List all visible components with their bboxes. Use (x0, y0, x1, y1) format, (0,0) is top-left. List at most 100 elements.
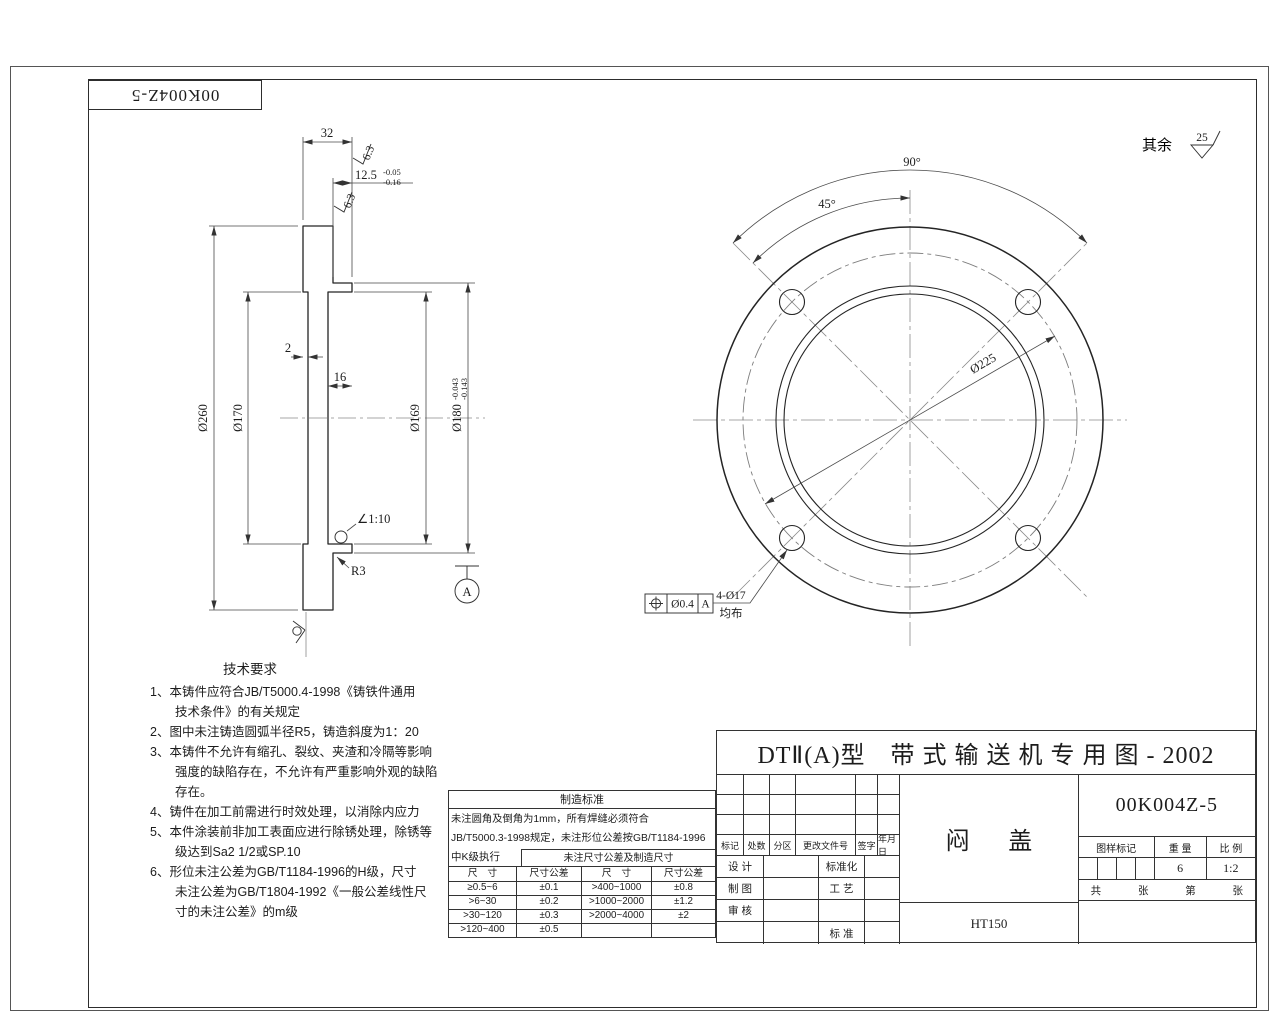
revision-label: 分区 (769, 835, 795, 856)
revision-grid-cell (855, 775, 877, 795)
dim-d180-label: Ø180 (450, 404, 464, 432)
weight-value: 6 (1153, 858, 1206, 879)
tech-req-line: 级达到Sa2 1/2或SP.10 (150, 845, 301, 859)
revision-label: 标记 (717, 835, 743, 856)
revision-grid-cell (717, 815, 743, 835)
part-identification: 闷 盖 HT150 (899, 775, 1078, 944)
dim-d180-lower-tol: -0.143 (459, 378, 469, 400)
circular-view: 90° 45° Ø225 Ø0 (644, 155, 1127, 648)
revision-grid-cell (795, 815, 855, 835)
revision-grid-cell (877, 775, 900, 795)
signature-cell (864, 922, 899, 944)
bolt-hole (1014, 288, 1042, 316)
dim-2-label: 2 (285, 341, 291, 355)
material-spec: HT150 (900, 902, 1078, 944)
taper-note-label: ∠1:10 (357, 512, 390, 526)
finish-note-prefix: 其余 (1142, 136, 1172, 154)
mfg-cell: >2000~4000 (581, 910, 651, 923)
dim-16: 16 (328, 370, 352, 389)
mfg-cell: ±0.2 (516, 896, 581, 909)
dim-angle-45-label: 45° (818, 197, 836, 211)
technical-requirements: 技术要求 1、本铸件应符合JB/T5000.4-1998《铸铁件通用 技术条件》… (150, 660, 484, 922)
datum-label: A (462, 585, 471, 599)
revision-grid-cell (795, 775, 855, 795)
tech-req-line: 技术条件》的有关规定 (150, 705, 301, 719)
roughness-b-value: 6.3 (342, 192, 359, 210)
revision-label: 更改文件号 (795, 835, 855, 856)
mfg-subtable-title: 未注尺寸公差及制造尺寸 (521, 849, 715, 866)
mfg-note-line3: 中K级执行 (451, 851, 501, 863)
fillet-note: R3 (336, 556, 366, 578)
mfg-data-row: >120~400 ±0.5 (449, 923, 715, 937)
role-row: 制 图 工 艺 (717, 878, 900, 900)
tech-req-line: 3、本铸件不允许有缩孔、裂纹、夹渣和冷隔等影响 (150, 745, 432, 759)
mfg-cell (651, 924, 715, 937)
dim-d225-label: Ø225 (967, 351, 998, 377)
meta-values-row: 6 1:2 (1078, 857, 1255, 879)
mfg-header-row: 尺 寸 尺寸公差 尺 寸 尺寸公差 (449, 866, 715, 881)
dim-12-5-label: 12.5 (355, 168, 377, 182)
dim-12-5-lower-tol: -0.16 (383, 177, 401, 187)
mfg-cell: ±0.1 (516, 882, 581, 895)
finish-note-value: 25 (1196, 132, 1208, 144)
tech-req-line: 未注公差为GB/T1804-1992《一般公差线性尺 (150, 885, 427, 899)
role-row: 审 核 (717, 900, 900, 922)
mfg-cell: >6~30 (468, 896, 497, 907)
manufacturing-standard-table: 制造标准 未注圆角及倒角为1mm，所有焊缝必须符合 JB/T5000.3-199… (448, 790, 716, 938)
bolt-hole (778, 288, 806, 316)
mfg-header-cell: 尺寸公差 (516, 867, 581, 881)
signature-cell (763, 878, 818, 900)
roughness-check-icon (1189, 130, 1221, 159)
fillet-note-label: R3 (351, 564, 366, 578)
sheet-inner-frame (88, 79, 1257, 1008)
dim-2: 2 (285, 341, 323, 360)
dim-d170: Ø170 (231, 291, 301, 545)
revision-grid-cell (717, 775, 743, 795)
mfg-note-line1: 未注圆角及倒角为1mm，所有焊缝必须符合 (451, 814, 649, 825)
mark-stamp-cell (1096, 858, 1116, 879)
sheet-label: 张 (1137, 884, 1149, 897)
role-row: 标 准 (717, 922, 899, 944)
revision-grid-cell (855, 795, 877, 815)
mark-stamp-cell (1115, 858, 1135, 879)
dim-d180: Ø180 -0.043 -0.143 (354, 282, 475, 554)
taper-gauge-circle (334, 530, 348, 544)
drawing-meta: 00K004Z-5 图样标记 重 量 比 例 6 1:2 (1077, 775, 1255, 944)
tech-req-line: 1、本铸件应符合JB/T5000.4-1998《铸铁件通用 (150, 685, 416, 699)
dim-d170-label: Ø170 (231, 404, 245, 432)
dim-d180-upper-tol: -0.043 (450, 378, 460, 400)
mfg-cell: >400~1000 (581, 882, 651, 895)
bolt-hole (778, 524, 806, 552)
tech-req-line: 5、本件涂装前非加工表面应进行除锈处理，除锈等 (150, 825, 432, 839)
circular-centerlines (693, 190, 1127, 648)
scale-value: 1:2 (1205, 858, 1255, 879)
mfg-header-cell: 尺寸公差 (651, 867, 715, 881)
revision-grid-cell (877, 815, 900, 835)
mfg-data-row: >6~30 ±0.2 >1000~2000 ±1.2 (449, 895, 715, 909)
tech-req-line: 6、形位未注公差为GB/T1184-1996的H级，尺寸 (150, 865, 417, 879)
revision-label: 年月日 (877, 835, 900, 856)
mfg-cell: >120~400 (460, 924, 505, 935)
mfg-subheader-band: 中K级执行 未注尺寸公差及制造尺寸 (449, 849, 715, 866)
mfg-cell: ±0.3 (516, 910, 581, 923)
position-symbol-icon (649, 596, 663, 611)
holes-callout-label: 4-Ø17 (716, 590, 746, 602)
mark-stamp-cell (1079, 858, 1097, 879)
tech-req-line: 4、铸件在加工前需进行时效处理，以消除内应力 (150, 805, 420, 819)
signature-cell (763, 856, 818, 878)
mfg-cell: ±0.8 (651, 882, 715, 895)
section-view: 32 12.5 -0.05 -0.16 6.3 6.3 (196, 126, 485, 657)
revision-grid-cell (769, 815, 795, 835)
holes-callout: 4-Ø17 均布 (713, 549, 788, 620)
meta-header-row: 图样标记 重 量 比 例 (1078, 836, 1255, 857)
signature-cell (818, 900, 864, 922)
role-label-check: 审 核 (717, 900, 763, 922)
revision-labels-row: 标记 处数 分区 更改文件号 签字 年月日 (717, 835, 900, 856)
tech-req-line: 2、图中未注铸造圆弧半径R5，铸造斜度为1：20 (150, 725, 419, 739)
mark-stamp-cells (1079, 858, 1154, 879)
tech-req-line: 强度的缺陷存在，不允许有严重影响外观的缺陷 (150, 765, 438, 779)
signature-cell (717, 922, 763, 944)
dim-12-5-upper-tol: -0.05 (383, 167, 401, 177)
